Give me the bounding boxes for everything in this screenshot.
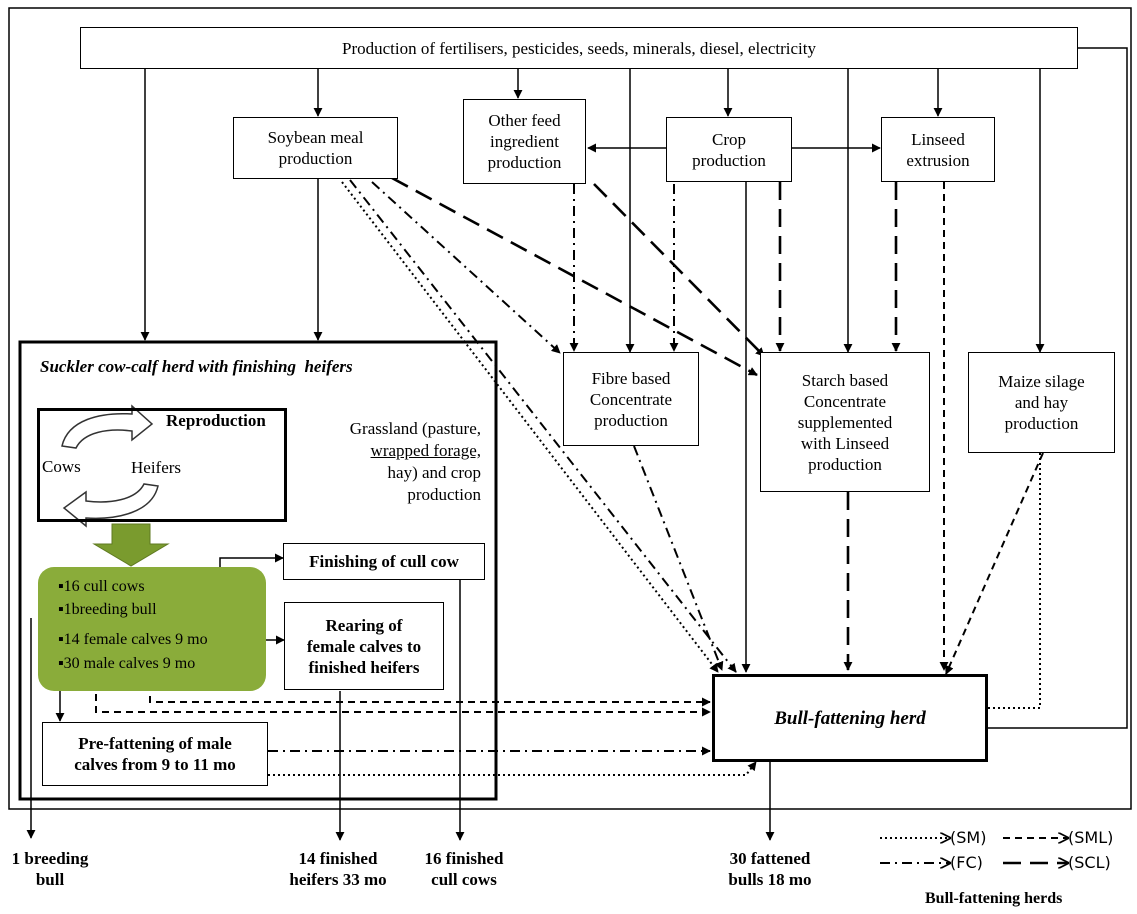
herd-item: ▪14 female calves 9 mo bbox=[58, 631, 208, 648]
output-heifers-line1: 14 finished bbox=[298, 849, 378, 868]
herd-item-breeding-bull: 1breeding bull bbox=[63, 601, 157, 618]
suckler-herd-title: Suckler cow-calf herd with finishing hei… bbox=[40, 357, 353, 376]
rearing-line1: Rearing of bbox=[325, 615, 403, 635]
rearing-line3: finished heifers bbox=[308, 657, 420, 677]
starch-line5: production bbox=[808, 454, 882, 474]
maize-line1: Maize silage bbox=[998, 372, 1085, 391]
maize-silage-box: Maize silage and hay production bbox=[968, 352, 1115, 453]
linseed-line2: extrusion bbox=[906, 150, 970, 170]
bull-fattening-herd-box: Bull-fattening herd bbox=[712, 674, 988, 762]
output-fattened-bulls: 30 fattened bulls 18 mo bbox=[714, 848, 826, 890]
grassland-line1: Grassland (pasture, bbox=[349, 419, 481, 438]
soybean-line2: production bbox=[278, 149, 353, 168]
starch-line4: with Linseed bbox=[800, 433, 890, 453]
output-fattened-line2: bulls 18 mo bbox=[728, 870, 812, 889]
prefattening-line2: calves from 9 to 11 mo bbox=[74, 755, 236, 774]
fibre-concentrate-box: Fibre based Concentrate production bbox=[563, 352, 699, 446]
linseed-extrusion-box: Linseed extrusion bbox=[881, 117, 995, 182]
output-cullcows-line1: 16 finished bbox=[424, 849, 504, 868]
crop-production-box: Crop production bbox=[666, 117, 792, 182]
maize-line3: production bbox=[1004, 414, 1079, 433]
grassland-line4: production bbox=[407, 485, 481, 504]
herd-item-female-calves: 14 female calves 9 mo bbox=[63, 631, 208, 648]
legend-scl: (SCL) bbox=[1068, 853, 1111, 872]
output-heifers-line2: heifers 33 mo bbox=[289, 870, 387, 889]
grassland-line3: hay) and crop bbox=[387, 463, 481, 482]
legend-caption: Bull-fattening herds bbox=[925, 890, 1063, 907]
herd-item: ▪1breeding bull bbox=[58, 601, 157, 618]
grassland-label: Grassland (pasture, wrapped forage, hay)… bbox=[316, 418, 481, 506]
rearing-female-calves-box: Rearing of female calves to finished hei… bbox=[284, 602, 444, 690]
prefattening-line1: Pre-fattening of male bbox=[78, 734, 232, 753]
legend-sm: (SM) bbox=[950, 828, 987, 847]
soybean-line1: Soybean meal bbox=[267, 128, 364, 147]
bull-fattening-herd-label: Bull-fattening herd bbox=[774, 707, 926, 729]
soybean-meal-box: Soybean meal production bbox=[233, 117, 398, 179]
starch-line3: supplemented bbox=[797, 412, 893, 432]
output-breeding-bull: 1 breeding bull bbox=[0, 848, 100, 890]
herd-item-male-calves: 30 male calves 9 mo bbox=[63, 655, 196, 672]
starch-line2: Concentrate bbox=[803, 391, 887, 411]
herd-item: ▪16 cull cows bbox=[58, 578, 145, 595]
other-feed-line1: Other feed bbox=[488, 111, 561, 130]
legend-fc: (FC) bbox=[950, 853, 983, 872]
finishing-cull-cow-label: Finishing of cull cow bbox=[309, 552, 459, 571]
production-inputs-label: Production of fertilisers, pesticides, s… bbox=[342, 38, 816, 58]
fibre-line1: Fibre based bbox=[591, 368, 671, 388]
fibre-line3: production bbox=[594, 410, 668, 430]
output-cullcows-line2: cull cows bbox=[431, 870, 497, 889]
output-bull-line1: 1 breeding bbox=[11, 849, 89, 868]
crop-line2: production bbox=[692, 150, 766, 170]
herd-composition-panel: ▪16 cull cows ▪1breeding bull ▪14 female… bbox=[38, 567, 266, 691]
crop-line1: Crop bbox=[712, 129, 746, 149]
linseed-line1: Linseed bbox=[911, 129, 965, 149]
rearing-line2: female calves to bbox=[306, 636, 422, 656]
output-finished-heifers: 14 finished heifers 33 mo bbox=[268, 848, 408, 890]
legend-sml: (SML) bbox=[1068, 828, 1114, 847]
grassland-line2: wrapped forage, bbox=[370, 441, 481, 460]
other-feed-line2: ingredient bbox=[490, 132, 559, 151]
herd-item-cull-cows: 16 cull cows bbox=[63, 578, 145, 595]
output-bull-line2: bull bbox=[35, 870, 65, 889]
herd-item: ▪30 male calves 9 mo bbox=[58, 655, 196, 672]
cows-label: Cows bbox=[42, 457, 81, 476]
starch-line1: Starch based bbox=[801, 370, 889, 390]
finishing-cull-cow-box: Finishing of cull cow bbox=[283, 543, 485, 580]
other-feed-box: Other feed ingredient production bbox=[463, 99, 586, 184]
reproduction-box bbox=[37, 408, 287, 522]
other-feed-line3: production bbox=[487, 153, 562, 172]
reproduction-label: Reproduction bbox=[166, 411, 266, 430]
output-finished-cull-cows: 16 finished cull cows bbox=[408, 848, 520, 890]
fibre-line2: Concentrate bbox=[589, 389, 673, 409]
pre-fattening-box: Pre-fattening of male calves from 9 to 1… bbox=[42, 722, 268, 786]
maize-line2: and hay bbox=[1014, 393, 1069, 412]
production-inputs-box: Production of fertilisers, pesticides, s… bbox=[80, 27, 1078, 69]
output-fattened-line1: 30 fattened bbox=[729, 849, 811, 868]
starch-concentrate-box: Starch based Concentrate supplemented wi… bbox=[760, 352, 930, 492]
heifers-label: Heifers bbox=[131, 458, 182, 477]
